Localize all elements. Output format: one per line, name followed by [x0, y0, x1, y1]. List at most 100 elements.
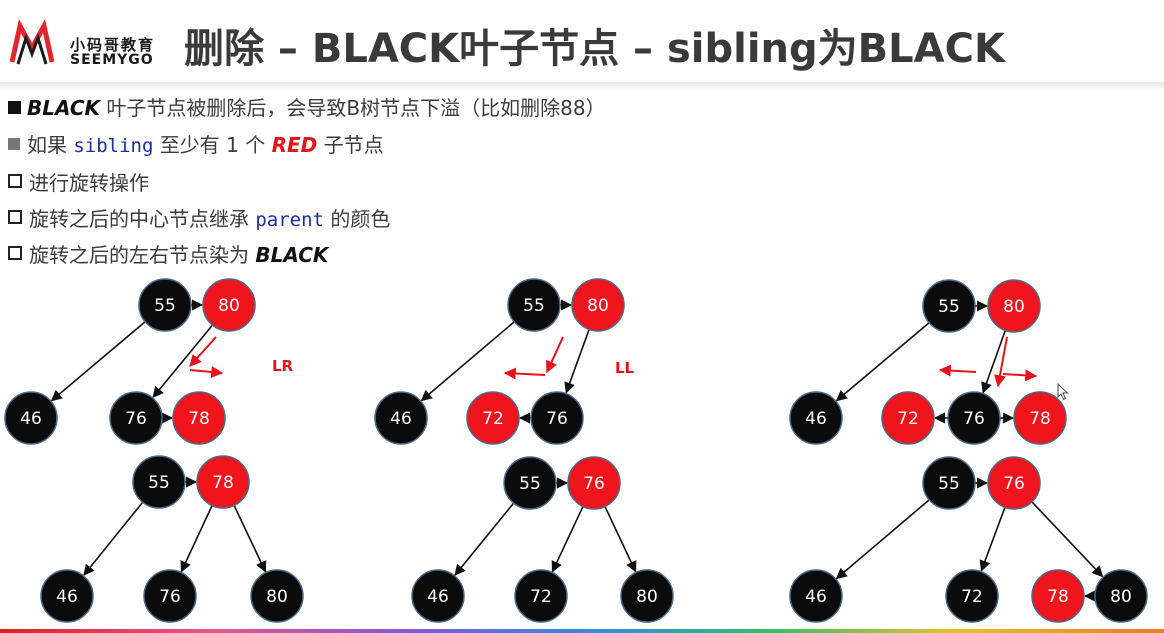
bullet-text: 旋转之后的中心节点继承 [29, 207, 256, 231]
tree-edge [551, 506, 584, 573]
node-key: 72 [897, 409, 919, 429]
node-key: 46 [427, 587, 449, 607]
rotation-arrow [189, 366, 224, 378]
tree-node: 72 [514, 569, 568, 623]
node-key: 55 [523, 296, 545, 316]
red-node-circle [571, 278, 625, 332]
rotation-arrows [189, 336, 1038, 388]
tree-edge [835, 499, 930, 580]
node-key: 80 [218, 296, 240, 316]
tree-node: 80 [987, 279, 1041, 333]
brand-logo: 小码哥教育 SEEMYGO [8, 18, 168, 70]
tree-node: 80 [202, 278, 256, 332]
tree-node: 72 [881, 391, 935, 445]
case-annotations: LRLLLL或者LR都可以 [272, 357, 635, 377]
node-key: 80 [1110, 587, 1132, 607]
node-key: 46 [805, 587, 827, 607]
logo-chinese-text: 小码哥教育 [70, 36, 156, 54]
tree-node: 76 [109, 391, 163, 445]
node-key: 76 [963, 409, 985, 429]
tree-edge [604, 506, 637, 573]
node-key: 80 [266, 587, 288, 607]
black-node-circle [789, 569, 843, 623]
black-node-circle [109, 391, 163, 445]
bullet-keyword: sibling [73, 135, 154, 157]
red-node-circle [1031, 569, 1085, 623]
tree-node: 80 [1094, 569, 1148, 623]
rotation-arrow [503, 367, 546, 380]
red-node-circle [202, 278, 256, 332]
tree-node: 46 [789, 391, 843, 445]
red-node-circle [987, 456, 1041, 510]
mouse-pointer-icon [1057, 383, 1069, 401]
bullet-text: 至少有 1 个 [153, 133, 272, 157]
bullet-marker-icon [8, 174, 22, 188]
tree-edge [233, 505, 267, 573]
tree-node: 55 [138, 278, 192, 332]
tree-edge [180, 505, 213, 573]
node-key: 76 [159, 587, 181, 607]
node-key: 76 [125, 409, 147, 429]
page-title: 删除 – BLACK叶子节点 – sibling为BLACK [184, 26, 1005, 72]
tree-node: 55 [503, 456, 557, 510]
tree-node: 76 [143, 569, 197, 623]
bullet-marker-icon [8, 246, 22, 260]
bullet-marker-icon [8, 210, 22, 224]
bullet-text: 子节点 [317, 133, 384, 157]
bullet-marker-icon [8, 101, 21, 114]
bullet-text: 叶子节点被删除后，会导致B树节点下溢（比如删除88） [100, 96, 606, 120]
tree-edge [454, 502, 515, 576]
bullet-item: 旋转之后的中心节点继承 parent 的颜色 [8, 206, 390, 233]
header-divider [0, 82, 1164, 90]
red-node-circle [172, 391, 226, 445]
rotation-arrow [1002, 369, 1038, 382]
tree-edge [50, 321, 146, 402]
tree-node: 78 [1013, 391, 1067, 445]
rotation-arrow [546, 336, 564, 374]
tree-edge [420, 321, 515, 402]
bullet-keyword: RED [271, 133, 318, 157]
node-key: 72 [961, 587, 983, 607]
tree-node: 78 [1031, 569, 1085, 623]
black-node-circle [530, 391, 584, 445]
tree-node: 78 [196, 455, 250, 509]
tree-node: 78 [172, 391, 226, 445]
node-key: 80 [587, 296, 609, 316]
rotation-arrow [938, 364, 977, 377]
node-key: 78 [188, 409, 210, 429]
black-node-circle [143, 569, 197, 623]
tree-node: 46 [374, 391, 428, 445]
bullet-text: 旋转之后的左右节点染为 [29, 243, 256, 267]
bullet-marker-icon [8, 138, 20, 150]
black-node-circle [789, 391, 843, 445]
red-node-circle [881, 391, 935, 445]
bullet-item: 如果 sibling 至少有 1 个 RED 子节点 [8, 132, 384, 159]
bullet-item: 旋转之后的左右节点染为 BLACK [8, 242, 328, 268]
black-node-circle [1094, 569, 1148, 623]
node-key: 76 [583, 474, 605, 494]
tree-node: 55 [132, 455, 186, 509]
rotation-arrow [994, 336, 1008, 388]
node-key: 55 [938, 297, 960, 317]
case-annotation: LL [615, 359, 635, 377]
red-node-circle [466, 391, 520, 445]
tree-edge [83, 501, 144, 576]
black-node-circle [138, 278, 192, 332]
tree-node: 72 [466, 391, 520, 445]
bullet-keyword: parent [255, 209, 324, 231]
node-key: 78 [1029, 409, 1051, 429]
black-node-circle [503, 456, 557, 510]
bullet-keyword: BLACK [27, 96, 101, 120]
black-node-circle [132, 455, 186, 509]
node-key: 78 [1047, 587, 1069, 607]
tree-edge [1031, 501, 1104, 578]
node-key: 72 [530, 587, 552, 607]
node-key: 46 [56, 587, 78, 607]
tree-node: 46 [789, 569, 843, 623]
node-key: 55 [154, 296, 176, 316]
tree-node: 55 [922, 279, 976, 333]
tree-node: 46 [4, 391, 58, 445]
case-annotation: LR [272, 357, 294, 375]
